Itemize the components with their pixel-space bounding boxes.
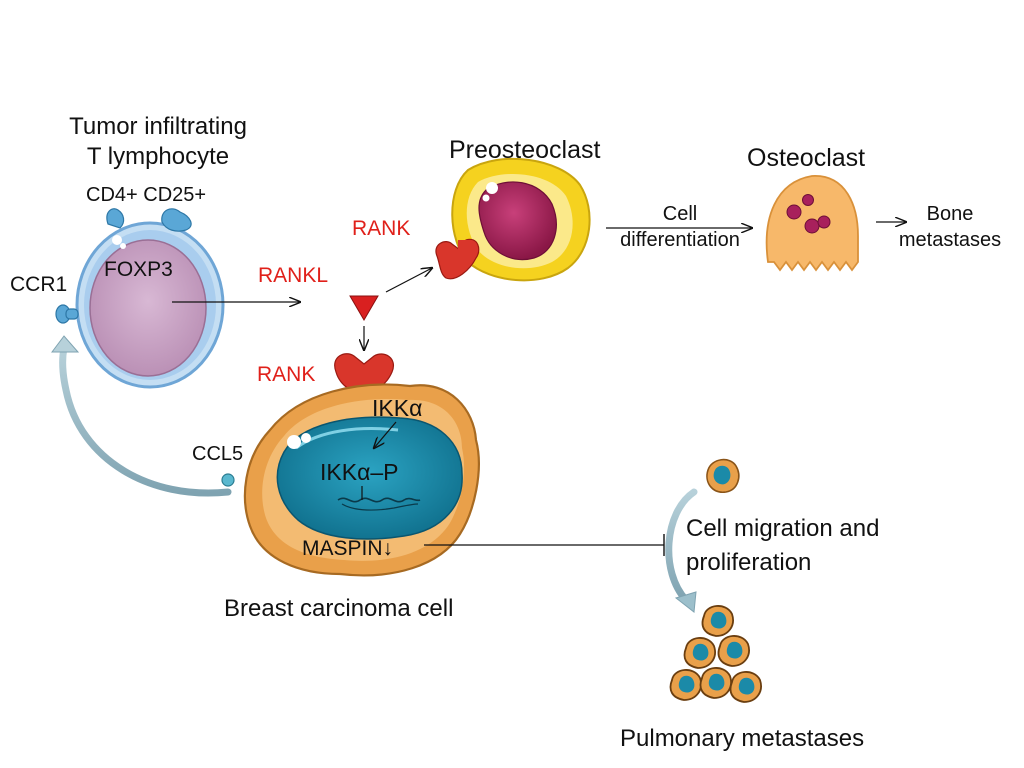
ccr1-label: CCR1 [10,273,68,296]
migration-line1: Cell migration and [686,515,880,542]
rankl-label: RANKL [258,264,329,287]
osteoclast-cell [765,175,859,272]
maspin-label: MASPIN↓ [302,537,394,560]
bone-metastases-line2: metastases [898,229,1002,251]
ccl5-to-ccr1-arrowhead-icon [51,335,80,353]
cd4-cd25-label: CD4+ CD25+ [86,184,207,206]
migration-arrowhead-icon [674,591,697,613]
osteoclast-label: Osteoclast [747,144,866,172]
rankl-to-preosteoclast-arrow [385,268,432,293]
preosteoclast-label: Preosteoclast [449,136,601,164]
migrating-tumor-cell [706,458,740,493]
ccl5-chemokine-icon [221,473,235,487]
t-lymphocyte-cell [75,221,225,389]
ikka-phosphorylation-arrow [374,421,397,448]
breast-carcinoma-cell [243,383,480,577]
bone-metastases-line1: Bone [926,203,974,225]
ccl5-to-ccr1-curved-arrow [59,344,232,497]
cell-differentiation-label: Cell differentiation [598,201,762,253]
ikka-label: IKKα [372,395,423,421]
tcell-title-line2: T lymphocyte [86,143,230,170]
cell-differentiation-line1: Cell [662,203,698,225]
ccl5-label: CCL5 [192,443,244,465]
ccr1-receptor-icon [55,304,79,324]
foxp3-label: FOXP3 [104,258,173,281]
tcell-title-line1: Tumor infiltrating [69,113,247,140]
migration-curved-arrow [665,488,698,604]
rankl-ligand-icon [349,295,379,321]
breast-carcinoma-label: Breast carcinoma cell [224,595,454,622]
rank-receptor-top-icon [435,238,480,280]
pulmonary-metastases-label: Pulmonary metastases [620,725,865,752]
rank-top-label: RANK [352,217,411,240]
cell-differentiation-line2: differentiation [620,229,740,251]
cd4-receptor-icon [106,208,125,229]
migration-label: Cell migration and proliferation [686,512,879,579]
migration-line2: proliferation [686,548,812,576]
tcell-title: Tumor infiltrating T lymphocyte [42,112,274,172]
rank-bottom-label: RANK [257,363,316,386]
preosteoclast-cell [451,157,591,282]
cd25-receptor-icon [161,208,192,232]
ikka-p-label: IKKα–P [320,459,399,485]
pulmonary-metastasis-cluster [669,605,762,703]
bone-metastases-label: Bone metastases [880,201,1020,253]
